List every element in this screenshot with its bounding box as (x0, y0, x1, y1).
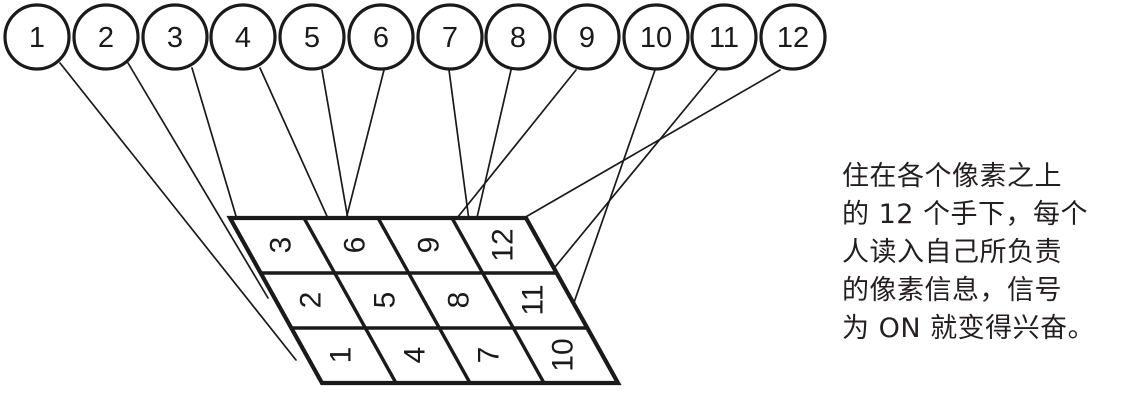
worker-circle-label: 3 (167, 22, 183, 54)
grid-cell-8: 8 (443, 292, 476, 309)
worker-circle-6[interactable]: 6 (347, 3, 415, 71)
worker-circle-10[interactable]: 10 (622, 3, 690, 71)
grid-cell-11: 11 (517, 284, 550, 315)
worker-circle-1[interactable]: 1 (3, 3, 71, 71)
grid-cell-10: 10 (547, 338, 580, 371)
grid-cell-7: 7 (473, 347, 506, 364)
worker-circle-label: 5 (304, 22, 320, 54)
worker-circle-label: 6 (373, 22, 389, 54)
leader-line-9 (436, 69, 577, 244)
leader-line-2 (127, 62, 269, 299)
worker-circle-ring (278, 3, 346, 71)
grid-cell-12: 12 (487, 228, 520, 261)
worker-circle-ring (484, 3, 552, 71)
worker-circle-8[interactable]: 8 (484, 3, 552, 71)
worker-circle-ring (416, 3, 484, 71)
caption-text: 住在各个像素之上 的 12 个手下，每个 人读入自己所负责 的像素信息，信号 为… (842, 161, 1096, 344)
pixel-grid: 3 6 9 12 2 5 8 11 1 4 7 10 (226, 215, 622, 386)
grid-cell-3: 3 (265, 237, 298, 254)
leader-line-3 (191, 67, 245, 244)
grid-cell-2: 2 (295, 292, 328, 309)
leader-line-1 (59, 62, 297, 361)
worker-circle-ring (622, 3, 690, 71)
grid-col-divider-2 (376, 217, 472, 384)
grid-cell-labels: 3 6 9 12 2 5 8 11 1 4 7 10 (265, 228, 580, 371)
worker-circle-ring (3, 3, 71, 71)
worker-circle-3[interactable]: 3 (141, 3, 209, 71)
worker-circle-label: 2 (98, 22, 114, 54)
grid-col-divider-3 (450, 217, 546, 384)
worker-circle-ring (209, 3, 277, 71)
leader-line-11 (531, 69, 718, 296)
worker-circle-label: 1 (29, 22, 45, 54)
grid-col-divider-1 (302, 217, 398, 384)
grid-cell-9: 9 (413, 237, 446, 254)
worker-circle-label: 10 (640, 22, 672, 54)
worker-circle-group: 1 2 3 4 5 6 7 (3, 3, 827, 71)
worker-circle-11[interactable]: 11 (690, 3, 758, 71)
leader-line-12 (516, 69, 781, 223)
leader-line-6 (339, 69, 385, 244)
worker-circle-9[interactable]: 9 (553, 3, 621, 71)
grid-cell-6: 6 (339, 237, 372, 254)
worker-circle-7[interactable]: 7 (416, 3, 484, 71)
worker-circle-label: 12 (777, 22, 809, 54)
worker-circle-ring (759, 3, 827, 71)
worker-circle-5[interactable]: 5 (278, 3, 346, 71)
worker-circle-ring (141, 3, 209, 71)
worker-circle-ring (72, 3, 140, 71)
worker-circle-label: 9 (579, 22, 595, 54)
worker-circle-ring (690, 3, 758, 71)
grid-cell-4: 4 (399, 347, 432, 364)
worker-circle-4[interactable]: 4 (209, 3, 277, 71)
grid-cell-1: 1 (325, 347, 358, 364)
worker-circle-label: 4 (235, 22, 251, 54)
worker-circle-ring (553, 3, 621, 71)
worker-circle-label: 11 (709, 22, 739, 54)
worker-circle-label: 8 (510, 22, 526, 54)
worker-circle-2[interactable]: 2 (72, 3, 140, 71)
worker-circle-12[interactable]: 12 (759, 3, 827, 71)
grid-cell-5: 5 (369, 292, 402, 309)
worker-circle-ring (347, 3, 415, 71)
worker-circle-label: 7 (442, 22, 458, 54)
